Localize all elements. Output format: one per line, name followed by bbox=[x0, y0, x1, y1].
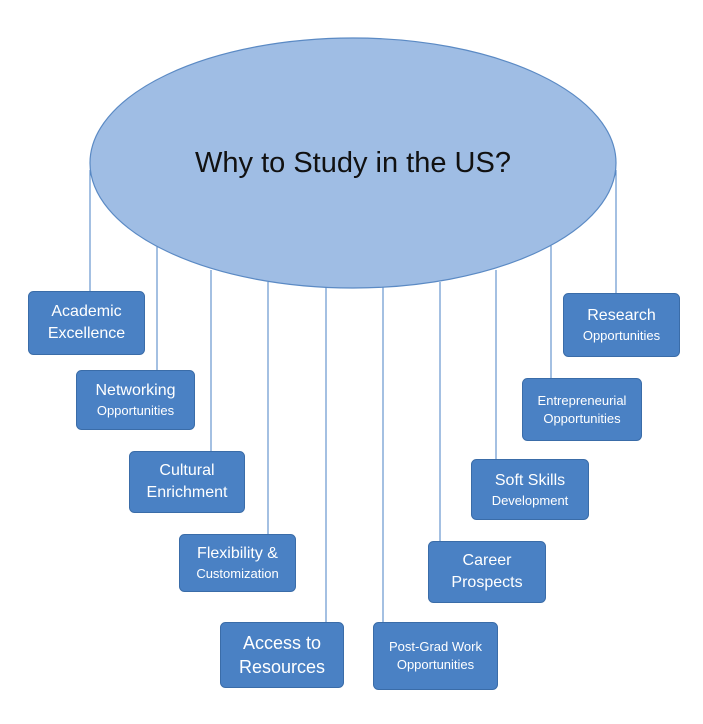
node-box-shape bbox=[471, 459, 589, 520]
node-flexibility-line1: Flexibility & bbox=[197, 545, 278, 563]
node-networking-line2: Opportunities bbox=[96, 403, 175, 419]
node-access-line2: Resources bbox=[238, 657, 326, 677]
node-softskills-line1: Soft Skills bbox=[494, 471, 566, 489]
node-box-shape bbox=[28, 291, 145, 355]
node-box-shape bbox=[76, 370, 195, 430]
node-softskills-line2: Development bbox=[491, 492, 569, 508]
node-box-shape bbox=[563, 293, 680, 357]
node-career-line1: Career bbox=[462, 552, 512, 570]
main-topic-ellipse bbox=[89, 37, 617, 289]
node-entrepreneurial-opportunities: Entrepreneurial Opportunities bbox=[522, 378, 642, 441]
node-box-shape bbox=[179, 534, 296, 592]
node-box-shape bbox=[428, 541, 546, 603]
node-soft-skills-development: Soft Skills Development bbox=[471, 459, 589, 520]
node-cultural-line2: Enrichment bbox=[146, 484, 228, 501]
node-access-to-resources: Access to Resources bbox=[220, 622, 344, 688]
node-academic-line2: Excellence bbox=[47, 325, 126, 342]
node-networking-opportunities: Networking Opportunities bbox=[76, 370, 195, 430]
topic-boxes bbox=[28, 291, 680, 690]
node-academic-line1: Academic bbox=[51, 303, 122, 321]
node-research-line1: Research bbox=[587, 307, 656, 325]
node-access-line1: Access to bbox=[242, 632, 322, 653]
node-flexibility-line2: Customization bbox=[196, 566, 279, 582]
main-topic-title: Why to Study in the US? bbox=[195, 146, 511, 179]
node-networking-line1: Networking bbox=[95, 382, 176, 400]
node-postgrad-line2: Opportunities bbox=[396, 657, 475, 672]
node-post-grad-work-opportunities: Post-Grad Work Opportunities bbox=[373, 622, 498, 690]
node-cultural-line1: Cultural bbox=[159, 462, 215, 480]
node-postgrad-line1: Post-Grad Work bbox=[389, 639, 482, 655]
node-research-opportunities: Research Opportunities bbox=[563, 293, 680, 357]
node-box-shape bbox=[373, 622, 498, 690]
connector-lines bbox=[89, 170, 617, 622]
node-flexibility-customization: Flexibility & Customization bbox=[179, 534, 296, 592]
node-academic-excellence: Academic Excellence bbox=[28, 291, 145, 355]
node-career-prospects: Career Prospects bbox=[428, 541, 546, 603]
node-entrepreneurial-line1: Entrepreneurial bbox=[537, 392, 627, 408]
node-cultural-enrichment: Cultural Enrichment bbox=[129, 451, 245, 513]
node-box-shape bbox=[522, 378, 642, 441]
node-entrepreneurial-line2: Opportunities bbox=[543, 410, 621, 426]
node-box-shape bbox=[220, 622, 344, 688]
node-research-line2: Opportunities bbox=[582, 328, 661, 344]
node-box-shape bbox=[129, 451, 245, 513]
node-career-line2: Prospects bbox=[451, 574, 523, 591]
